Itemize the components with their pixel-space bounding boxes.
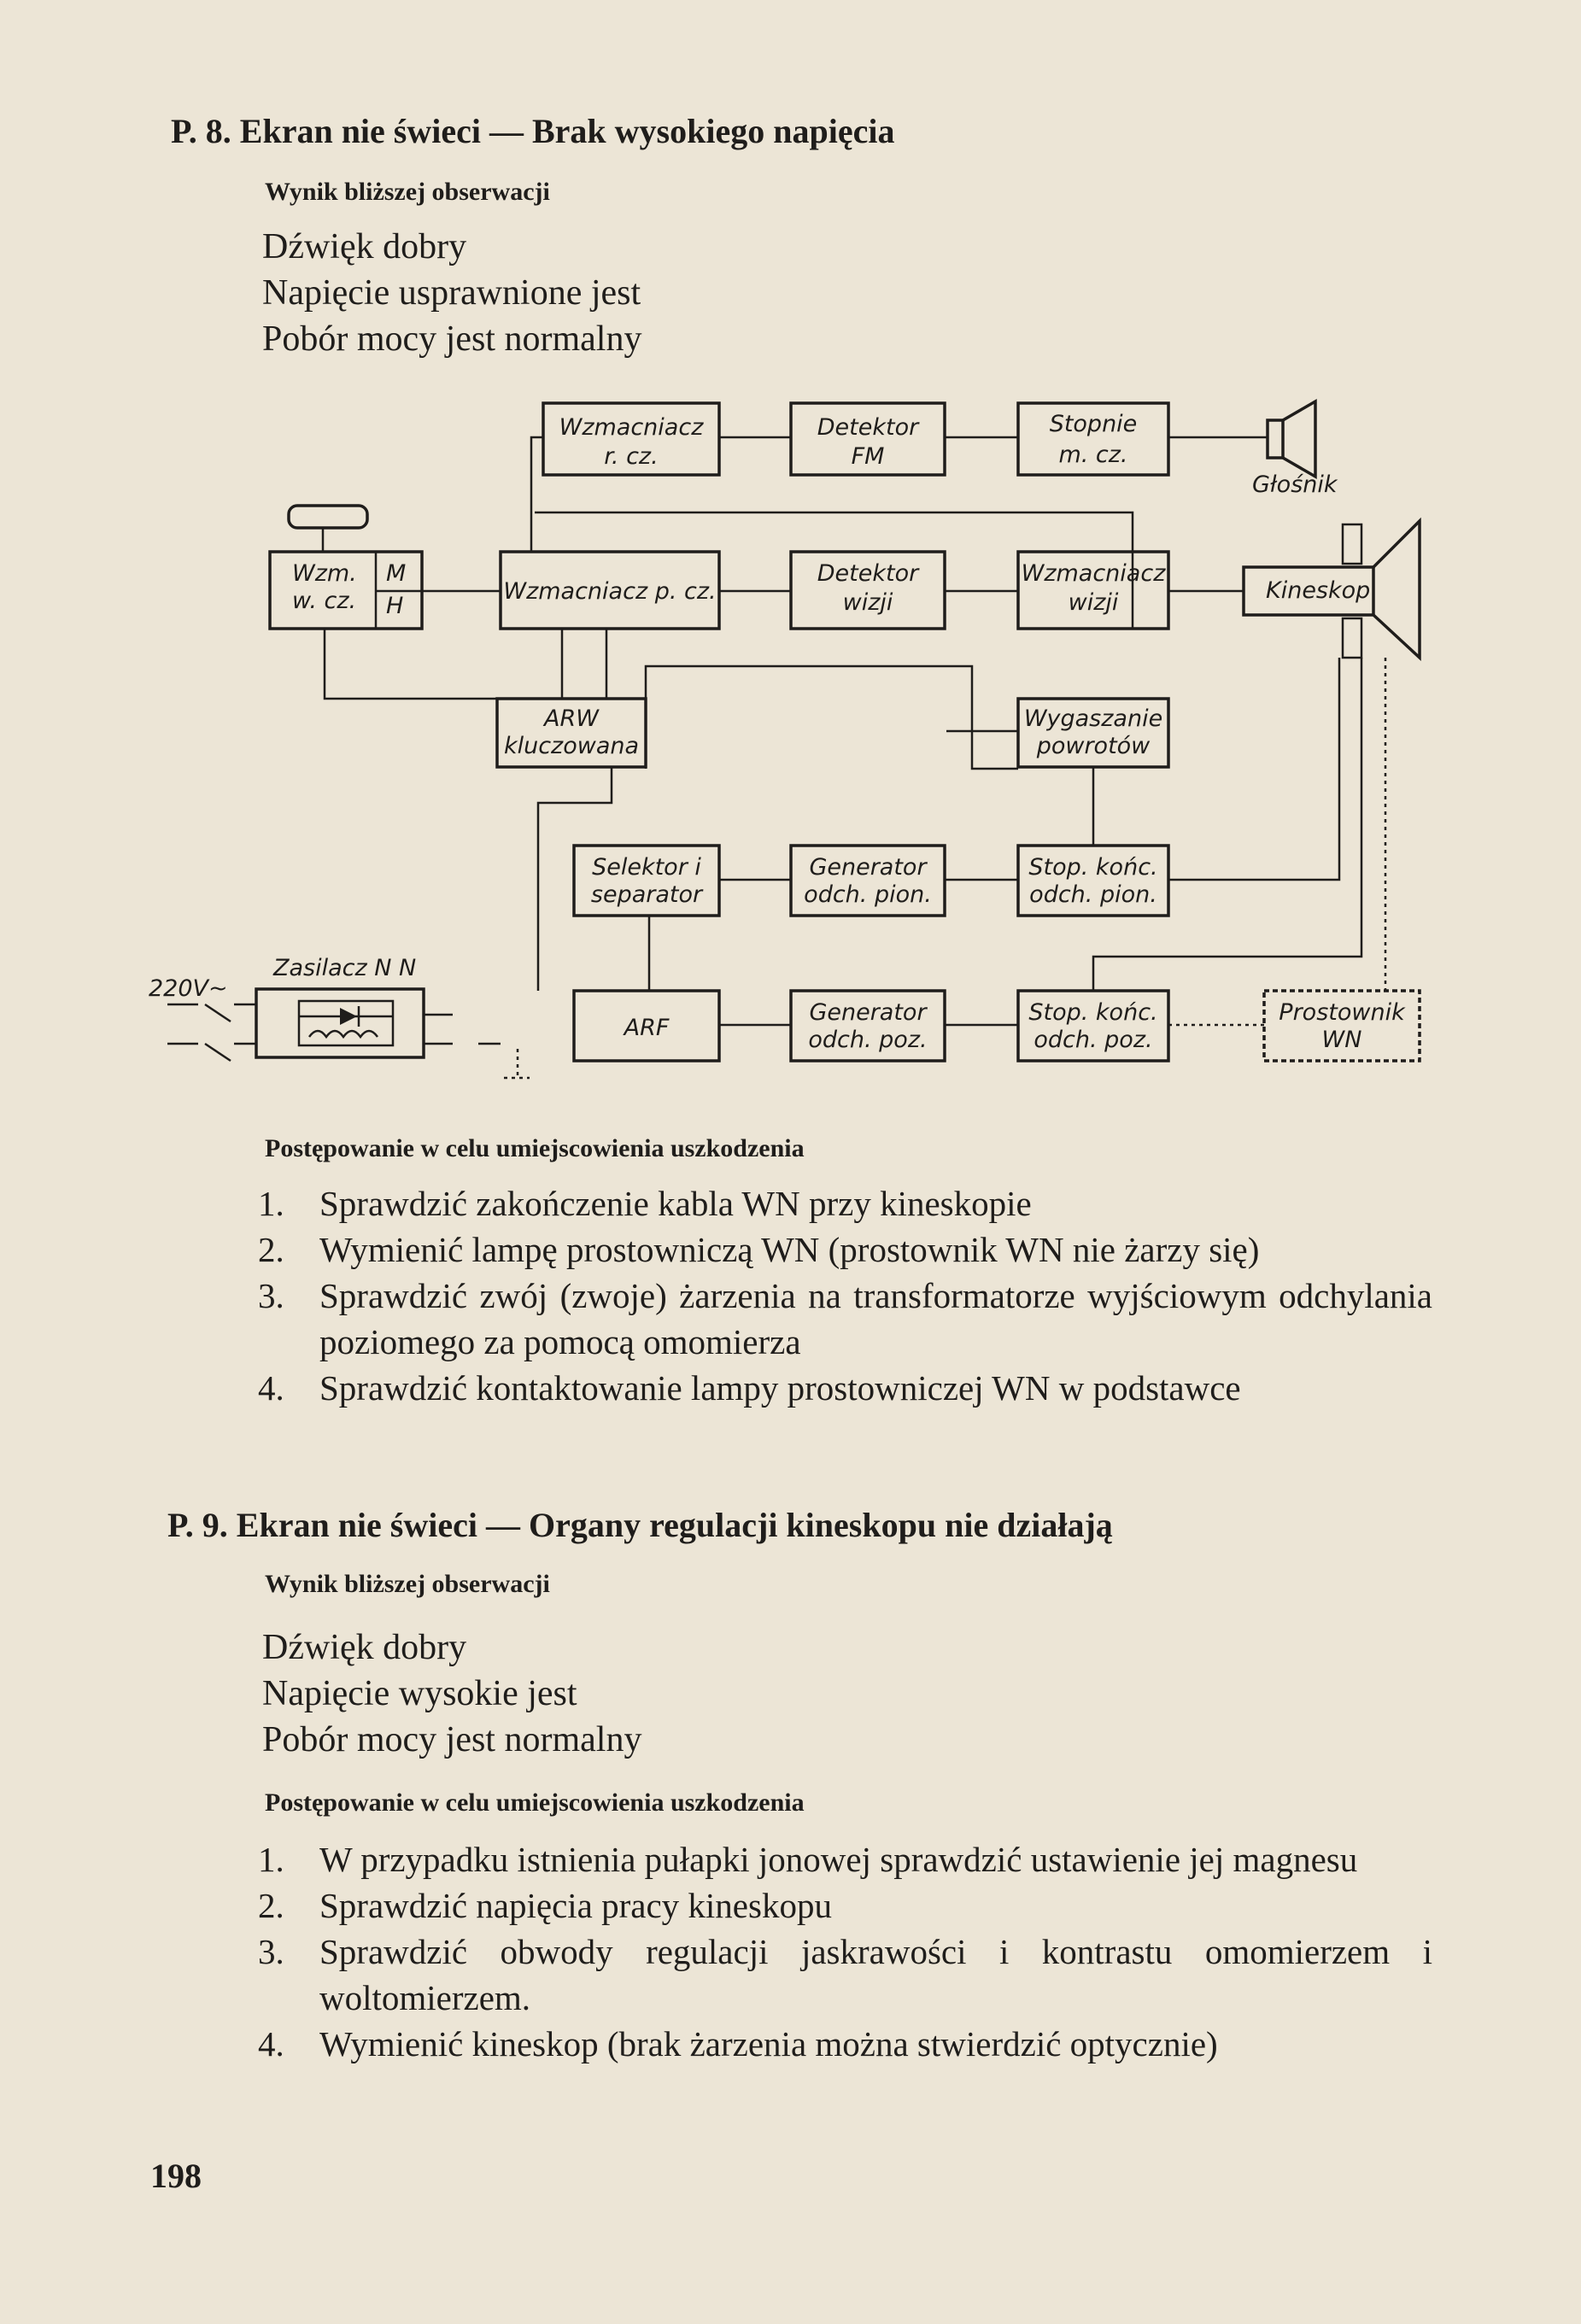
observation-title-p9: Wynik bliższej obserwacji bbox=[265, 1570, 550, 1598]
label-det-wizji-2: wizji bbox=[843, 589, 893, 616]
observation-list-p9: Dźwięk dobry Napięcie wysokie jest Pobór… bbox=[262, 1624, 641, 1763]
procedure-step: 2.Sprawdzić napięcia pracy kineskopu bbox=[258, 1886, 832, 1925]
label-det-fm-2: FM bbox=[852, 443, 885, 470]
label-wzm-rcz-2: r. cz. bbox=[604, 443, 658, 470]
antenna-icon bbox=[287, 504, 369, 552]
observation-item: Pobór mocy jest normalny bbox=[262, 1720, 642, 1759]
label-genz-1: Generator bbox=[809, 999, 928, 1026]
label-genp-1: Generator bbox=[809, 854, 928, 881]
procedure-title-p9: Postępowanie w celu umiejscowienia uszko… bbox=[265, 1788, 805, 1817]
label-wyg-2: powrotów bbox=[1036, 733, 1151, 759]
box-stopnie-mcz bbox=[1016, 401, 1170, 477]
label-wzm-wcz-1: Wzm. bbox=[292, 560, 357, 587]
observation-item: Dźwięk dobry bbox=[262, 227, 467, 266]
label-stop-mcz-2: m. cz. bbox=[1058, 442, 1127, 468]
label-genp-2: odch. pion. bbox=[804, 881, 932, 908]
procedure-step: 3.Sprawdzić obwody regulacji jaskrawości… bbox=[258, 1932, 1432, 2017]
observation-item: Napięcie wysokie jest bbox=[262, 1674, 577, 1713]
procedure-step: 1.Sprawdzić zakończenie kabla WN przy ki… bbox=[258, 1184, 1032, 1223]
label-arw-1: ARW bbox=[542, 705, 600, 732]
power-switch-icon bbox=[167, 1003, 256, 1062]
speaker-icon bbox=[1266, 398, 1317, 480]
procedure-step: 1.W przypadku istnienia pułapki jonowej … bbox=[258, 1840, 1358, 1879]
box-wzmacniacz-rcz bbox=[542, 401, 721, 477]
label-prost-2: WN bbox=[1322, 1027, 1362, 1053]
label-stop-mcz-1: Stopnie bbox=[1050, 411, 1138, 437]
label-kineskop: Kineskop bbox=[1266, 577, 1370, 604]
label-wzm-pcz: Wzmacniacz p. cz. bbox=[503, 578, 716, 605]
box-prostownik-wn bbox=[1262, 989, 1421, 1062]
label-stz-2: odch. poz. bbox=[1034, 1027, 1152, 1053]
observation-item: Napięcie usprawnione jest bbox=[262, 273, 641, 313]
label-arw-2: kluczowana bbox=[504, 733, 639, 759]
procedure-list-p9: 1.W przypadku istnienia pułapki jonowej … bbox=[258, 1836, 1432, 2067]
label-zasilacz: Zasilacz N N bbox=[272, 955, 416, 981]
procedure-step: 3.Sprawdzić zwój (zwoje) żarzenia na tra… bbox=[258, 1276, 1432, 1361]
observation-title-p8: Wynik bliższej obserwacji bbox=[265, 178, 550, 206]
label-stz-1: Stop. końc. bbox=[1028, 999, 1157, 1026]
box-zasilacz bbox=[255, 987, 425, 1059]
label-wzm-wcz-2: w. cz. bbox=[292, 588, 356, 614]
label-wzm-wizji-1: Wzmacniacz bbox=[1022, 560, 1167, 587]
label-glosnik: Głośnik bbox=[1252, 471, 1338, 498]
section-heading-p9: P. 9. Ekran nie świeci — Organy regulacj… bbox=[167, 1506, 1113, 1544]
observation-item: Dźwięk dobry bbox=[262, 1628, 467, 1667]
label-genz-2: odch. poz. bbox=[808, 1027, 927, 1053]
page-number: 198 bbox=[150, 2157, 202, 2195]
procedure-list-p8: 1.Sprawdzić zakończenie kabla WN przy ki… bbox=[258, 1180, 1432, 1411]
procedure-step: 4.Wymienić kineskop (brak żarzenia można… bbox=[258, 2024, 1218, 2064]
label-stp-2: odch. pion. bbox=[1029, 881, 1157, 908]
procedure-step: 2.Wymienić lampę prostowniczą WN (prosto… bbox=[258, 1230, 1260, 1269]
label-sel-2: separator bbox=[591, 881, 704, 908]
label-wyg-1: Wygaszanie bbox=[1024, 705, 1162, 732]
label-det-wizji-1: Detektor bbox=[817, 560, 920, 587]
label-prost-1: Prostownik bbox=[1279, 999, 1406, 1026]
label-wzm-wizji-2: wizji bbox=[1069, 589, 1119, 616]
label-stp-1: Stop. końc. bbox=[1028, 854, 1157, 881]
box-detektor-fm bbox=[789, 401, 946, 477]
label-h: H bbox=[386, 593, 403, 619]
section-heading-p8: P. 8. Ekran nie świeci — Brak wysokiego … bbox=[171, 112, 895, 150]
label-det-fm-1: Detektor bbox=[817, 414, 920, 441]
label-wzm-rcz-1: Wzmacniacz bbox=[559, 414, 705, 441]
rectifier-icon bbox=[297, 999, 395, 1047]
label-sel-1: Selektor i bbox=[592, 854, 701, 881]
observation-item: Pobór mocy jest normalny bbox=[262, 319, 642, 359]
observation-list-p8: Dźwięk dobry Napięcie usprawnione jest P… bbox=[262, 224, 641, 362]
label-220v: 220V~ bbox=[149, 975, 228, 1002]
label-arf: ARF bbox=[623, 1015, 670, 1041]
procedure-title-p8: Postępowanie w celu umiejscowienia uszko… bbox=[265, 1134, 805, 1162]
procedure-step: 4.Sprawdzić kontaktowanie lampy prostown… bbox=[258, 1368, 1241, 1408]
label-m: M bbox=[386, 560, 406, 587]
connection-lines bbox=[323, 436, 1387, 1027]
